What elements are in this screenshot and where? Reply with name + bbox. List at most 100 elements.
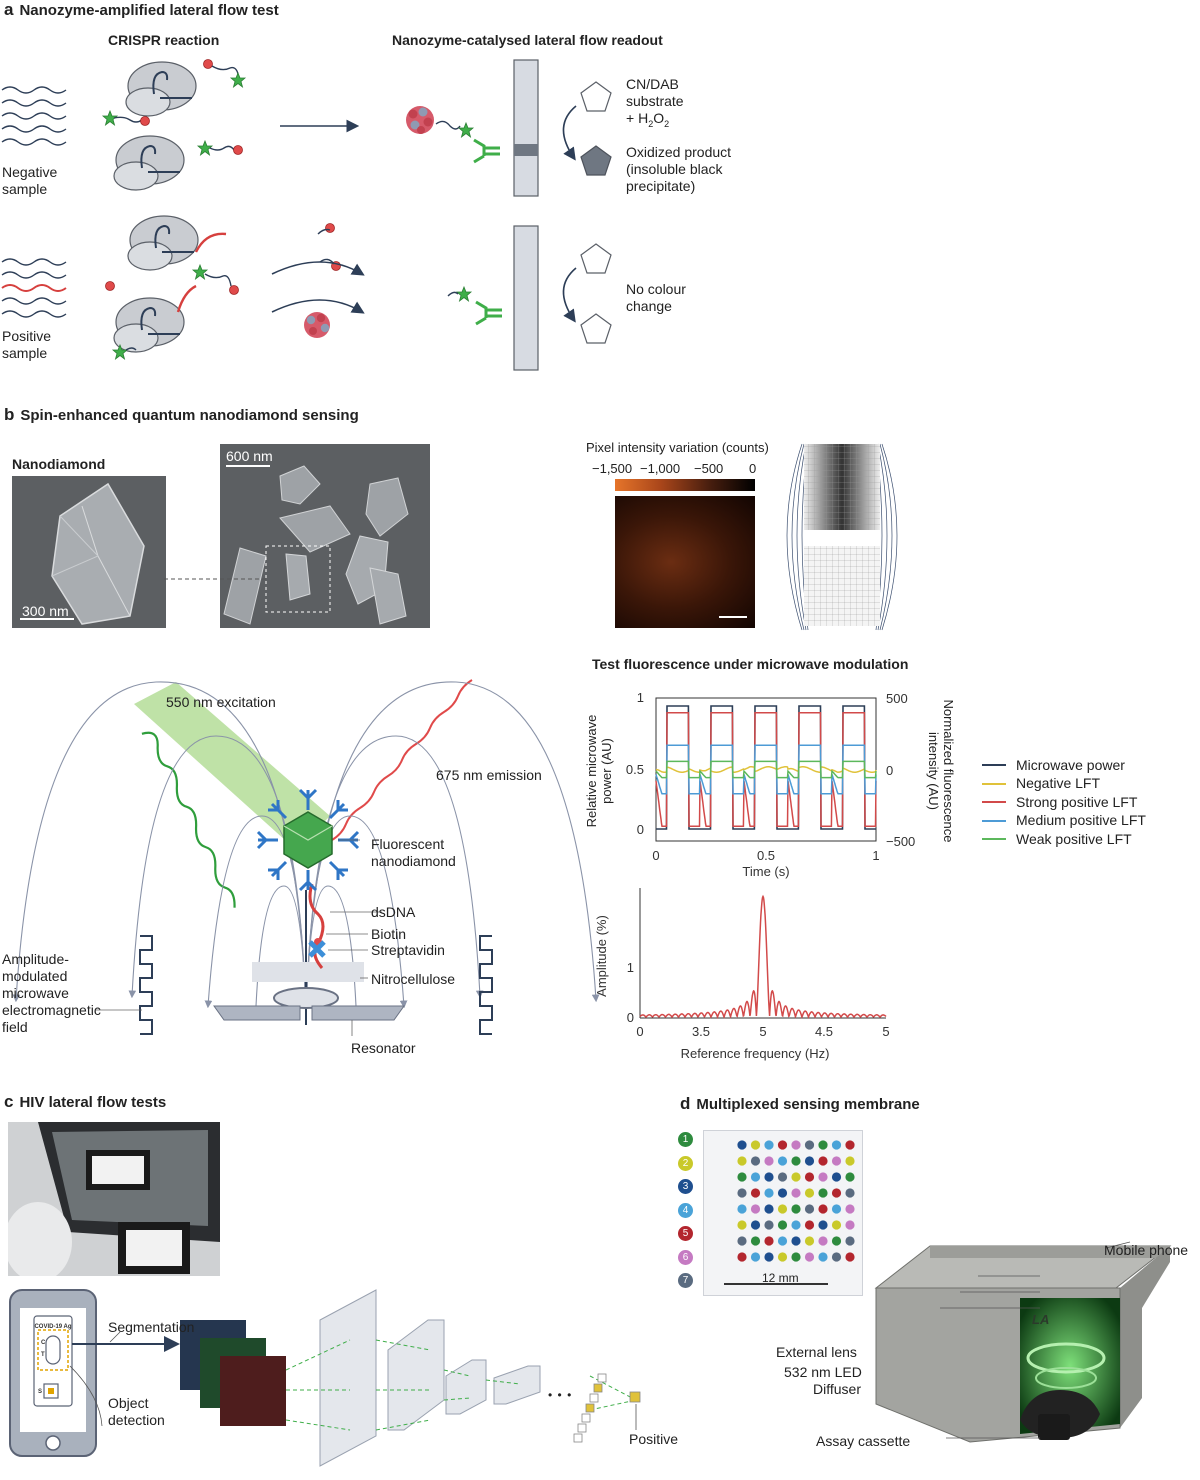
colorbar [615,479,755,491]
scale-bar-300: 300 nm [22,603,69,619]
membrane-spot [764,1204,774,1214]
y-tick: 0.5 [626,762,644,777]
colorbar-tick: −1,000 [640,461,681,476]
resonator-plate [213,1005,301,1021]
positive-label: Positive [629,1431,679,1447]
membrane-spot [818,1188,828,1198]
cas-complex [127,215,199,271]
process-arrow [271,261,365,276]
membrane-spot [804,1236,815,1246]
series-line-medium-positive-lft [655,744,877,795]
membrane-spot [764,1252,774,1262]
cas-complex [113,135,185,191]
substrate-icon [580,81,612,112]
conv-layer [445,1359,487,1415]
panel-letter: c [4,1092,14,1111]
y-axis-label: Relative microwave power (AU) [584,714,614,828]
membrane-spot [791,1236,801,1246]
modulation-chart: 1 0.5 0 500 0 −500 0 0.5 1 Time (s) [626,690,915,879]
diffuser-label: Diffuser [813,1381,861,1397]
membrane-spot [818,1140,828,1150]
svg-text:C: C [41,1340,46,1346]
scale-bar [719,616,747,618]
excitation-label: 550 nm excitation [166,694,276,710]
segmentation-label: Segmentation [108,1319,195,1335]
streptavidin-label: Streptavidin [371,942,445,958]
field-electrode-right [479,935,493,1035]
membrane-spot [750,1156,761,1166]
colorbar-tick: −500 [694,461,724,476]
membrane-spot [831,1156,842,1166]
svg-text:T: T [41,1352,45,1358]
nitrocellulose-label: Nitrocellulose [371,971,456,987]
membrane-spot [845,1156,855,1166]
panel-c-title: c HIV lateral flow tests [4,1092,166,1112]
ellipsis: • • • [548,1388,573,1402]
legend-item: Medium positive LFT [982,812,1146,831]
membrane-spot [764,1236,774,1246]
product-icon [580,145,612,176]
x-axis-label: Time (s) [742,864,789,879]
lateral-flow-strip [513,59,539,197]
analyte-number-4: 4 [678,1202,693,1218]
membrane-spot [831,1204,842,1214]
sensing-membrane: 12 mm [703,1130,863,1296]
membrane-spot [750,1236,761,1246]
dsdna-label: dsDNA [371,904,416,920]
membrane-spot [777,1204,788,1214]
analyte-number-3: 3 [678,1179,693,1194]
resonator-plate [311,1005,405,1021]
svg-text:LA: LA [1032,1312,1049,1327]
membrane-spot [845,1252,855,1262]
analyte-number-6: 6 [678,1249,693,1265]
substrate-icon [580,243,612,274]
spectrum-chart: 1 0 0 3.5 5 4.5 5 Reference frequency (H… [594,888,890,1061]
membrane-spot [818,1156,828,1166]
nitrocellulose-layer [252,962,364,982]
test-line [514,144,538,156]
membrane-spot [804,1172,815,1182]
y-tick: 0 [637,822,644,837]
output-nodes [573,1373,641,1443]
membrane-spot [737,1188,747,1198]
membrane-spot [791,1140,801,1150]
membrane-spot [737,1220,747,1230]
membrane-spot [831,1172,842,1182]
dsdna-strand [308,883,325,969]
mobile-phone-label: Mobile phone [1104,1242,1189,1258]
membrane-spot [750,1188,761,1198]
panel-title: HIV lateral flow tests [19,1094,167,1111]
membrane-spot [777,1140,788,1150]
panel-letter: d [680,1094,691,1113]
emission-wave [331,679,473,841]
resonator-field-diagram [12,679,600,1036]
membrane-spot [804,1252,815,1262]
membrane-spot [777,1156,788,1166]
spectrum-line [639,894,887,1020]
analyte-number-2: 2 [678,1155,693,1171]
membrane-spot [750,1140,761,1150]
colorbar-tick: 0 [749,461,757,476]
legend-item: Weak positive LFT [982,830,1146,849]
zoom-connector [164,578,268,580]
membrane-spot [791,1220,801,1230]
y-tick: 1 [637,690,644,705]
membrane-spot [804,1204,815,1214]
membrane-spot [777,1220,788,1230]
membrane-spot [791,1204,801,1214]
membrane-spot [764,1156,774,1166]
analyte-number-5: 5 [678,1226,693,1241]
legend-item: Strong positive LFT [982,793,1146,812]
nanozyme-cluster [406,106,434,134]
membrane-spot [764,1172,774,1182]
x-axis-label: Reference frequency (Hz) [681,1046,830,1061]
scale-bar-12mm: 12 mm [762,1271,799,1285]
svg-text:COVID-19 Ag: COVID-19 Ag [34,1324,71,1330]
y-tick: 1 [627,960,634,975]
analyte-number-7: 7 [678,1273,693,1288]
membrane-spot [777,1252,788,1262]
colorbar-tick: −1,500 [592,461,633,476]
negative-sample-label: Negative sample [2,164,58,197]
